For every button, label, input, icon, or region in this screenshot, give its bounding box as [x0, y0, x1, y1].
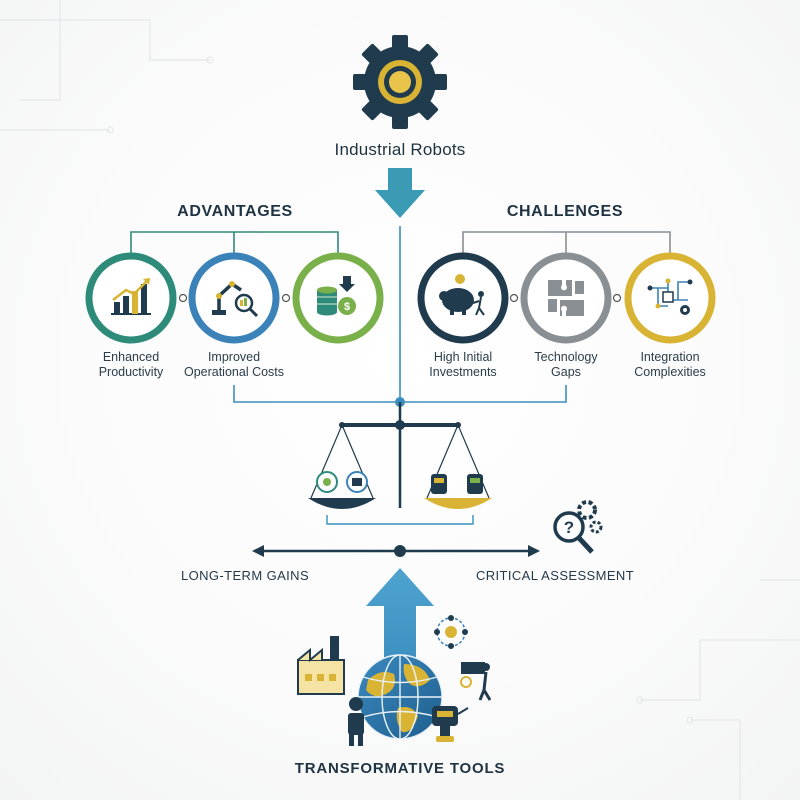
- balance-line: [252, 545, 540, 557]
- piggy-bank-icon: [439, 274, 485, 316]
- up-arrow-icon: [366, 568, 434, 670]
- advantage-circle-productivity: [85, 252, 177, 344]
- svg-text:?: ?: [564, 518, 574, 537]
- challenge-circle-investment: [417, 252, 509, 344]
- circuit-network-icon: [647, 278, 693, 315]
- long-term-gains-label: LONG-TERM GAINS: [180, 568, 310, 583]
- page-title: Industrial Robots: [334, 140, 466, 159]
- advantages-header: ADVANTAGES: [177, 203, 293, 220]
- balance-scale-icon: [308, 402, 492, 525]
- advantage-circle-savings: $: [292, 252, 384, 344]
- coins-dollar-icon: $: [317, 276, 356, 316]
- right-pan-robot-icons: [431, 474, 483, 494]
- robot-arm-magnifier-icon: [212, 281, 259, 318]
- engineer-workstation-icon: [460, 662, 492, 701]
- network-hub-icon: [434, 615, 468, 649]
- globe-icon: [357, 654, 443, 740]
- left-pan-icons: [316, 471, 368, 493]
- connector-lines: [130, 231, 339, 253]
- advantage-circle-costs: [188, 252, 280, 344]
- down-arrow-icon: [375, 168, 425, 218]
- magnifier-question-gears-icon: ?: [553, 500, 603, 554]
- gear-icon: [353, 35, 447, 129]
- challenges-header: CHALLENGES: [506, 203, 624, 220]
- puzzle-pieces-icon: [548, 280, 584, 316]
- growth-chart-icon: [111, 278, 151, 315]
- critical-assessment-label: CRITICAL ASSESSMENT: [475, 568, 635, 583]
- worker-icon: [348, 697, 364, 746]
- factory-icon: [297, 636, 345, 695]
- transformative-tools-label: TRANSFORMATIVE TOOLS: [294, 760, 506, 777]
- challenge-circle-integration: [624, 252, 716, 344]
- svg-text:$: $: [344, 301, 350, 313]
- challenge-circle-technology: [520, 252, 612, 344]
- robot-icon: [432, 706, 469, 742]
